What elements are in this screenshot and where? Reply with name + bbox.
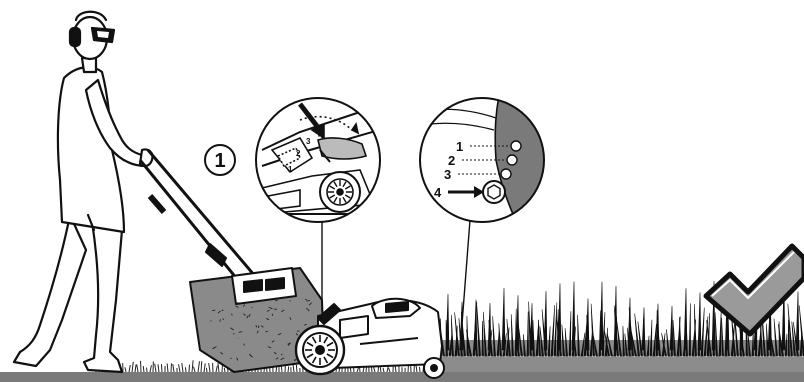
left-detail-callout: 4 3 2 1: [256, 98, 390, 222]
height-hole-2: [507, 155, 517, 165]
left-position-label-2: 2: [296, 149, 301, 158]
right-level-label-3: 3: [444, 167, 451, 182]
step-badge: 1: [205, 145, 235, 175]
left-position-label-4: 4: [318, 130, 324, 141]
left-position-label-1: 1: [288, 165, 293, 174]
height-hole-3: [501, 169, 511, 179]
right-detail-callout: 1 2 3 4: [420, 90, 560, 230]
ear-protection-icon: [70, 28, 80, 46]
left-position-label-3: 3: [306, 137, 311, 146]
height-hole-1: [511, 141, 521, 151]
step-number: 1: [214, 150, 225, 172]
person-operator: [14, 12, 152, 372]
right-level-label-1: 1: [456, 139, 463, 154]
right-level-label-2: 2: [448, 153, 455, 168]
right-level-label-4: 4: [434, 185, 442, 200]
